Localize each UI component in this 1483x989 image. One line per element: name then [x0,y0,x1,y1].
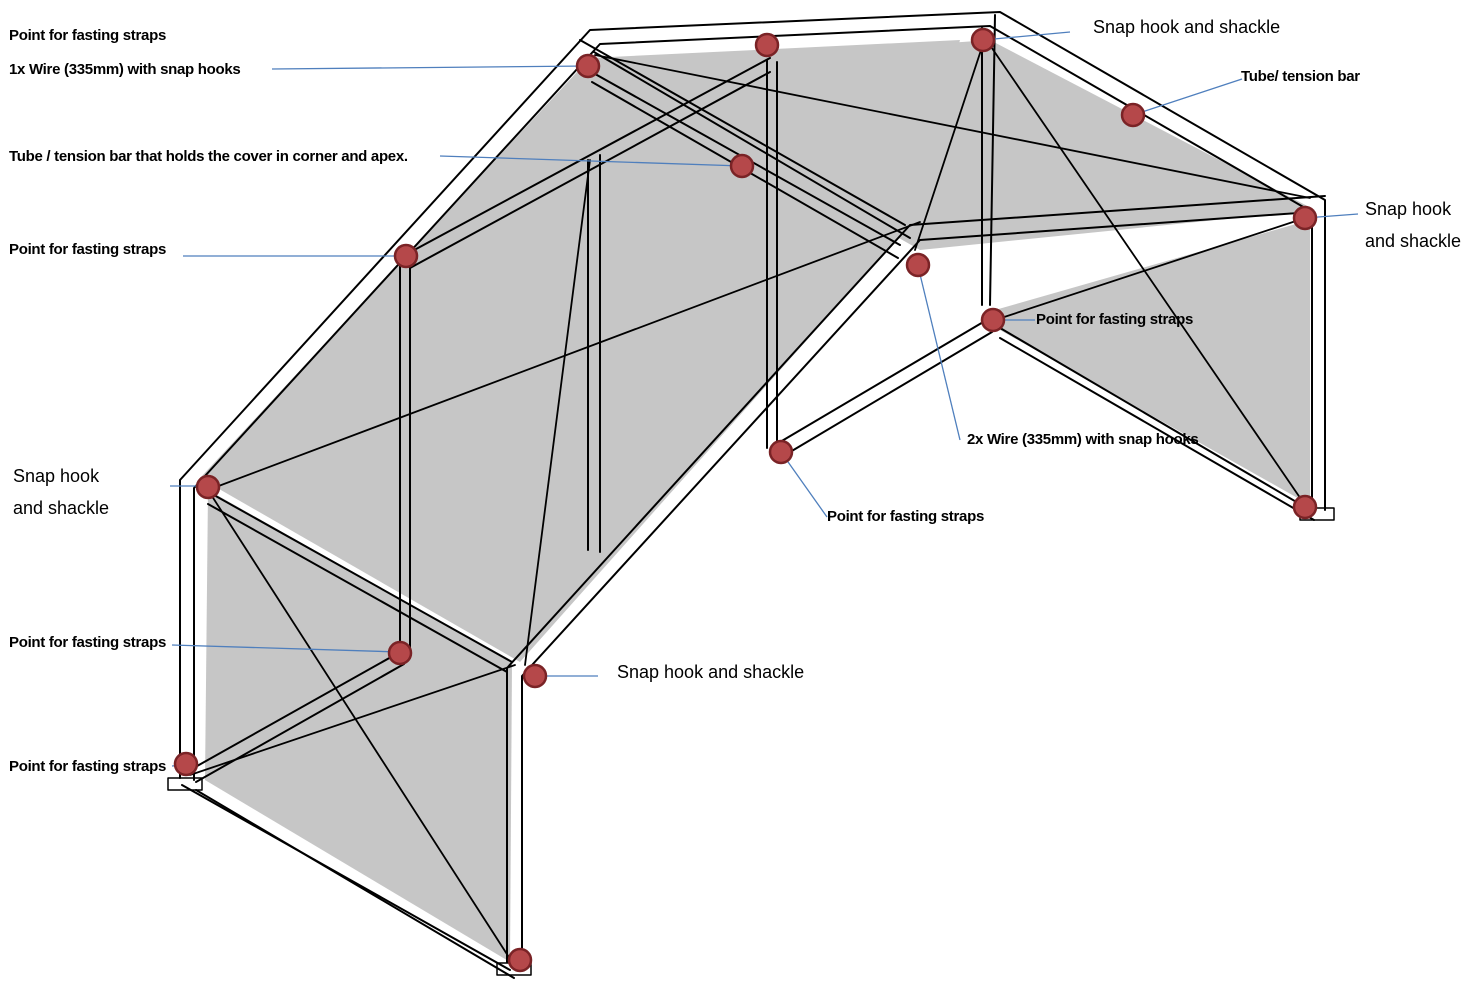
wire-6 [914,37,986,251]
label-strap-lower-left: Point for fasting straps [9,634,166,651]
marker-front [522,663,548,689]
marker-lower-left [387,640,413,666]
left-roof-rafter-inner [521,211,1313,966]
label-tube-right: Tube/ tension bar [1241,68,1360,85]
marker-mid-left [393,243,419,269]
leader-strap-center [780,451,828,518]
marker-tube-mid [729,153,755,179]
label-snap-left-line2: and shackle [13,498,110,518]
label-snap-top-right: Snap hook and shackle [1093,17,1281,37]
marker-right-strap [980,307,1006,333]
marker-bottom-left [173,751,199,777]
label-snap-right: Snap hook and shackle [1365,193,1461,257]
label-strap-mid-left: Point for fasting straps [9,241,166,258]
base-rail-right-inner [999,337,1315,521]
wire-8 [994,217,1306,321]
marker-top-left [575,53,601,79]
base-rail-left [181,784,511,971]
base-rail-left-inner [195,789,515,979]
label-strap-right: Point for fasting straps [1036,311,1193,328]
ridge-left [579,39,906,226]
tube-lower-left-inner [195,663,405,783]
wire-5 [524,159,591,666]
marker-apex [905,252,931,278]
tube-lower-right [774,317,991,446]
wire-2 [207,489,513,963]
leader-strap-lower-left [171,644,401,653]
ridge-left-inner [593,51,911,239]
leader-tube-right [1132,78,1243,116]
marker-center-strap [768,439,794,465]
marker-top-mid [754,32,780,58]
marker-right-bottom [1292,494,1318,520]
base-plate-1 [167,777,203,791]
front-arch-inner [193,25,1313,781]
wire-4 [594,54,1311,199]
label-snap-right-line2: and shackle [1365,231,1462,251]
label-strap-center: Point for fasting straps [827,508,984,525]
marker-tube-right [1120,102,1146,128]
leader-wire-2x [917,265,961,441]
label-snap-right-line1: Snap hook [1365,199,1452,219]
leader-snap-top-right [982,31,1071,41]
label-wire-1x: 1x Wire (335mm) with snap hooks [9,61,241,78]
label-snap-front: Snap hook and shackle [617,662,805,682]
label-wire-2x: 2x Wire (335mm) with snap hooks [967,431,1199,448]
label-snap-left-line1: Snap hook [13,466,100,486]
ridge-right [989,14,996,306]
tube-upper-left-inner [409,71,771,269]
front-arch-outer [179,11,1326,779]
base-rail-right [994,324,1311,511]
markers [173,27,1318,973]
label-strap-bottom-left: Point for fasting straps [9,758,166,775]
leader-wire-1x [271,65,589,70]
label-tube-corner-apex: Tube / tension bar that holds the cover … [9,148,408,165]
marker-bottom-front [507,947,533,973]
label-strap-top-left: Point for fasting straps [9,27,166,44]
wire-3 [189,664,516,776]
tube-upper-left [404,57,771,256]
tube-lower-right-inner [779,331,993,459]
right-end-panel [995,220,1310,505]
tube-left-front-inner [207,503,508,673]
marker-top-right [970,27,996,53]
marker-right-corner [1292,205,1318,231]
tube-lower-left [189,651,401,771]
leader-tube-corner-apex [439,155,743,167]
left-roof-panel [200,40,960,662]
tube-left-front [204,489,513,663]
marker-snap-left [195,474,221,500]
frame [167,11,1335,979]
left-roof-rafter-outer [506,195,1326,963]
label-snap-left: Snap hook and shackle [13,460,109,524]
